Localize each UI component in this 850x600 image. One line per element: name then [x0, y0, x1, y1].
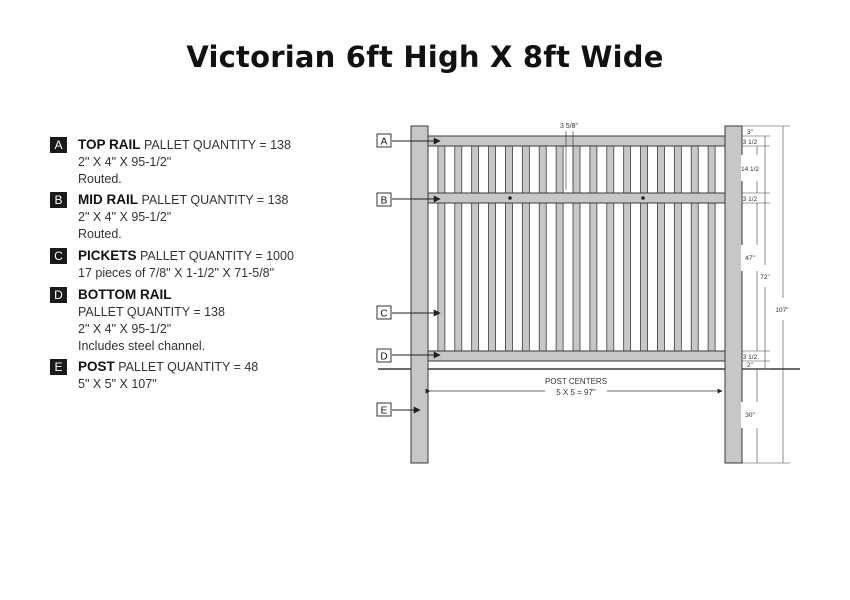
dim-107: 107" — [775, 307, 789, 314]
dim-30: 30" — [745, 412, 755, 419]
picket — [589, 145, 598, 352]
callout-b-label: B — [381, 196, 388, 207]
callout-b: B — [376, 192, 441, 207]
dim-3: 3" — [747, 129, 754, 136]
picket — [521, 145, 530, 352]
badge-d: D — [50, 287, 67, 303]
spec-name: TOP RAIL — [78, 137, 141, 152]
picket — [538, 145, 547, 352]
callout-d: D — [376, 348, 441, 363]
spec-name: POST — [78, 359, 115, 374]
spec-line: 2" X 4" X 95-1/2" — [78, 155, 172, 169]
badge-a: A — [50, 137, 67, 153]
page-title: Victorian 6ft High X 8ft Wide — [186, 40, 664, 74]
picket — [707, 145, 716, 352]
picket — [437, 145, 446, 352]
spec-line: 2" X 4" X 95-1/2" — [78, 210, 172, 224]
spec-line: PALLET QUANTITY = 138 — [78, 305, 225, 319]
picket — [572, 145, 581, 352]
badge-c: C — [50, 248, 67, 264]
spec-name: PICKETS — [78, 248, 137, 263]
picket — [505, 145, 513, 352]
spec-line: 5" X 5" X 107" — [78, 377, 157, 391]
dim-label-bg — [769, 298, 795, 320]
post-centers-label: POST CENTERS — [545, 377, 607, 386]
picket — [623, 145, 632, 352]
picket — [640, 145, 648, 352]
dim-label-bg — [758, 265, 772, 287]
spec-line: 2" X 4" X 95-1/2" — [78, 322, 172, 336]
spec-line: Includes steel channel. — [78, 339, 206, 353]
callout-d-label: D — [380, 352, 387, 363]
mid-rail — [427, 192, 726, 204]
dim-bottom-rail: 3 1/2 — [743, 354, 758, 361]
top-rail — [427, 135, 726, 147]
dimension-chain — [742, 125, 790, 464]
dim-72: 72" — [760, 274, 770, 281]
gap-dim-label: 3 5/8" — [560, 123, 579, 130]
dim-label-bg — [741, 245, 758, 271]
callout-a: A — [376, 133, 441, 148]
rail-fastener — [508, 196, 512, 200]
post-right — [724, 125, 743, 464]
picket — [673, 145, 682, 352]
spec-qty: PALLET QUANTITY = 138 — [144, 138, 291, 152]
picket — [555, 145, 564, 352]
picket — [606, 145, 615, 352]
spec-qty: PALLET QUANTITY = 138 — [141, 193, 289, 207]
dim-upper: 14 1/2 — [741, 166, 759, 173]
pickets-group — [437, 145, 716, 352]
callout-e: E — [376, 402, 421, 417]
dim-label-bg — [741, 155, 758, 181]
dim-label-bg — [741, 402, 758, 428]
dim-2: 2" — [747, 362, 754, 369]
dimension-labels: 3" 3 1/2 14 1/2 3 1/2 47" 3 1/2 2" 30" 7… — [741, 129, 789, 419]
dim-47: 47" — [745, 255, 755, 262]
callout-e-label: E — [381, 406, 388, 417]
picket — [488, 145, 496, 352]
spec-qty: PALLET QUANTITY = 1000 — [140, 249, 294, 263]
bottom-rail — [427, 350, 726, 362]
callout-c-label: C — [380, 309, 387, 320]
spec-qty: PALLET QUANTITY = 48 — [118, 360, 259, 374]
picket — [454, 145, 463, 352]
post-left — [410, 125, 429, 464]
picket — [471, 145, 480, 352]
spec-line: Routed. — [78, 227, 122, 241]
rail-fastener — [641, 196, 645, 200]
spec-line: 17 pieces of 7/8" X 1-1/2" X 71-5/8" — [78, 266, 275, 280]
dim-top-rail: 3 1/2 — [743, 139, 758, 146]
badge-e: E — [50, 359, 67, 375]
picket — [690, 145, 699, 352]
picket — [657, 145, 665, 352]
dim-mid-rail: 3 1/2 — [743, 196, 758, 203]
badge-b: B — [50, 192, 67, 208]
post-centers-value: 5 X 5 = 97" — [556, 388, 596, 397]
spec-name: BOTTOM RAIL — [78, 287, 172, 302]
callout-c: C — [376, 305, 441, 320]
spec-line: Routed. — [78, 172, 122, 186]
callout-a-label: A — [381, 137, 388, 148]
spec-name: MID RAIL — [78, 192, 138, 207]
